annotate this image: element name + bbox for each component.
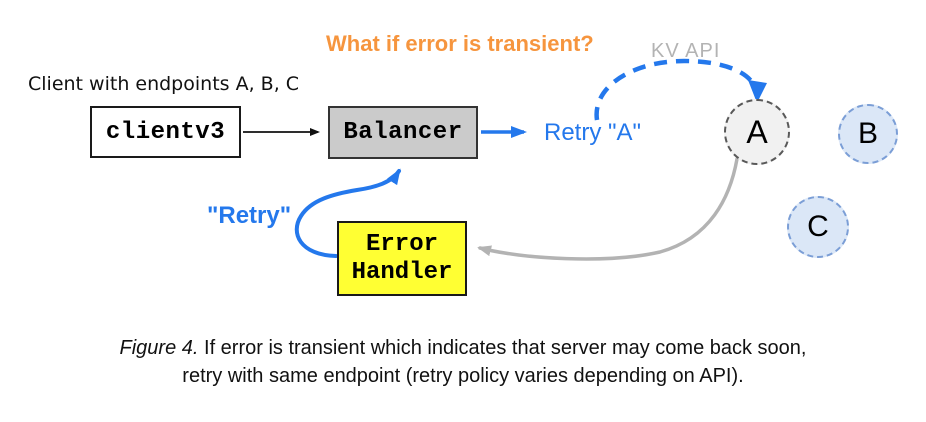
client-endpoints-label: Client with endpoints A, B, C — [28, 73, 300, 95]
caption-line2: retry with same endpoint (retry policy v… — [182, 365, 744, 387]
balancer-node: Balancer — [328, 106, 478, 159]
caption-line1-text: If error is transient which indicates th… — [198, 337, 807, 359]
kv-api-dashed-arc — [594, 58, 756, 121]
kv-api-arrowhead — [748, 80, 767, 103]
figure-caption: Figure 4. If error is transient which in… — [0, 334, 926, 390]
error-handler-to-balancer-arrow — [294, 168, 401, 258]
retry-label: "Retry" — [207, 202, 292, 229]
error-handler-node: Error Handler — [337, 221, 467, 296]
endpoint-c-node: C — [787, 196, 849, 258]
figure-label: Figure 4. — [119, 337, 199, 359]
endpoint-a-to-error-handler-arrow — [477, 157, 739, 261]
retry-a-label: Retry "A" — [544, 119, 642, 146]
caption-line1: Figure 4. If error is transient which in… — [0, 334, 926, 362]
clientv3-node: clientv3 — [90, 106, 241, 158]
kv-api-label: KV API — [651, 40, 721, 62]
endpoint-a-node: A — [724, 99, 790, 165]
transient-question-label: What if error is transient? — [326, 31, 594, 56]
endpoint-b-node: B — [838, 104, 898, 164]
